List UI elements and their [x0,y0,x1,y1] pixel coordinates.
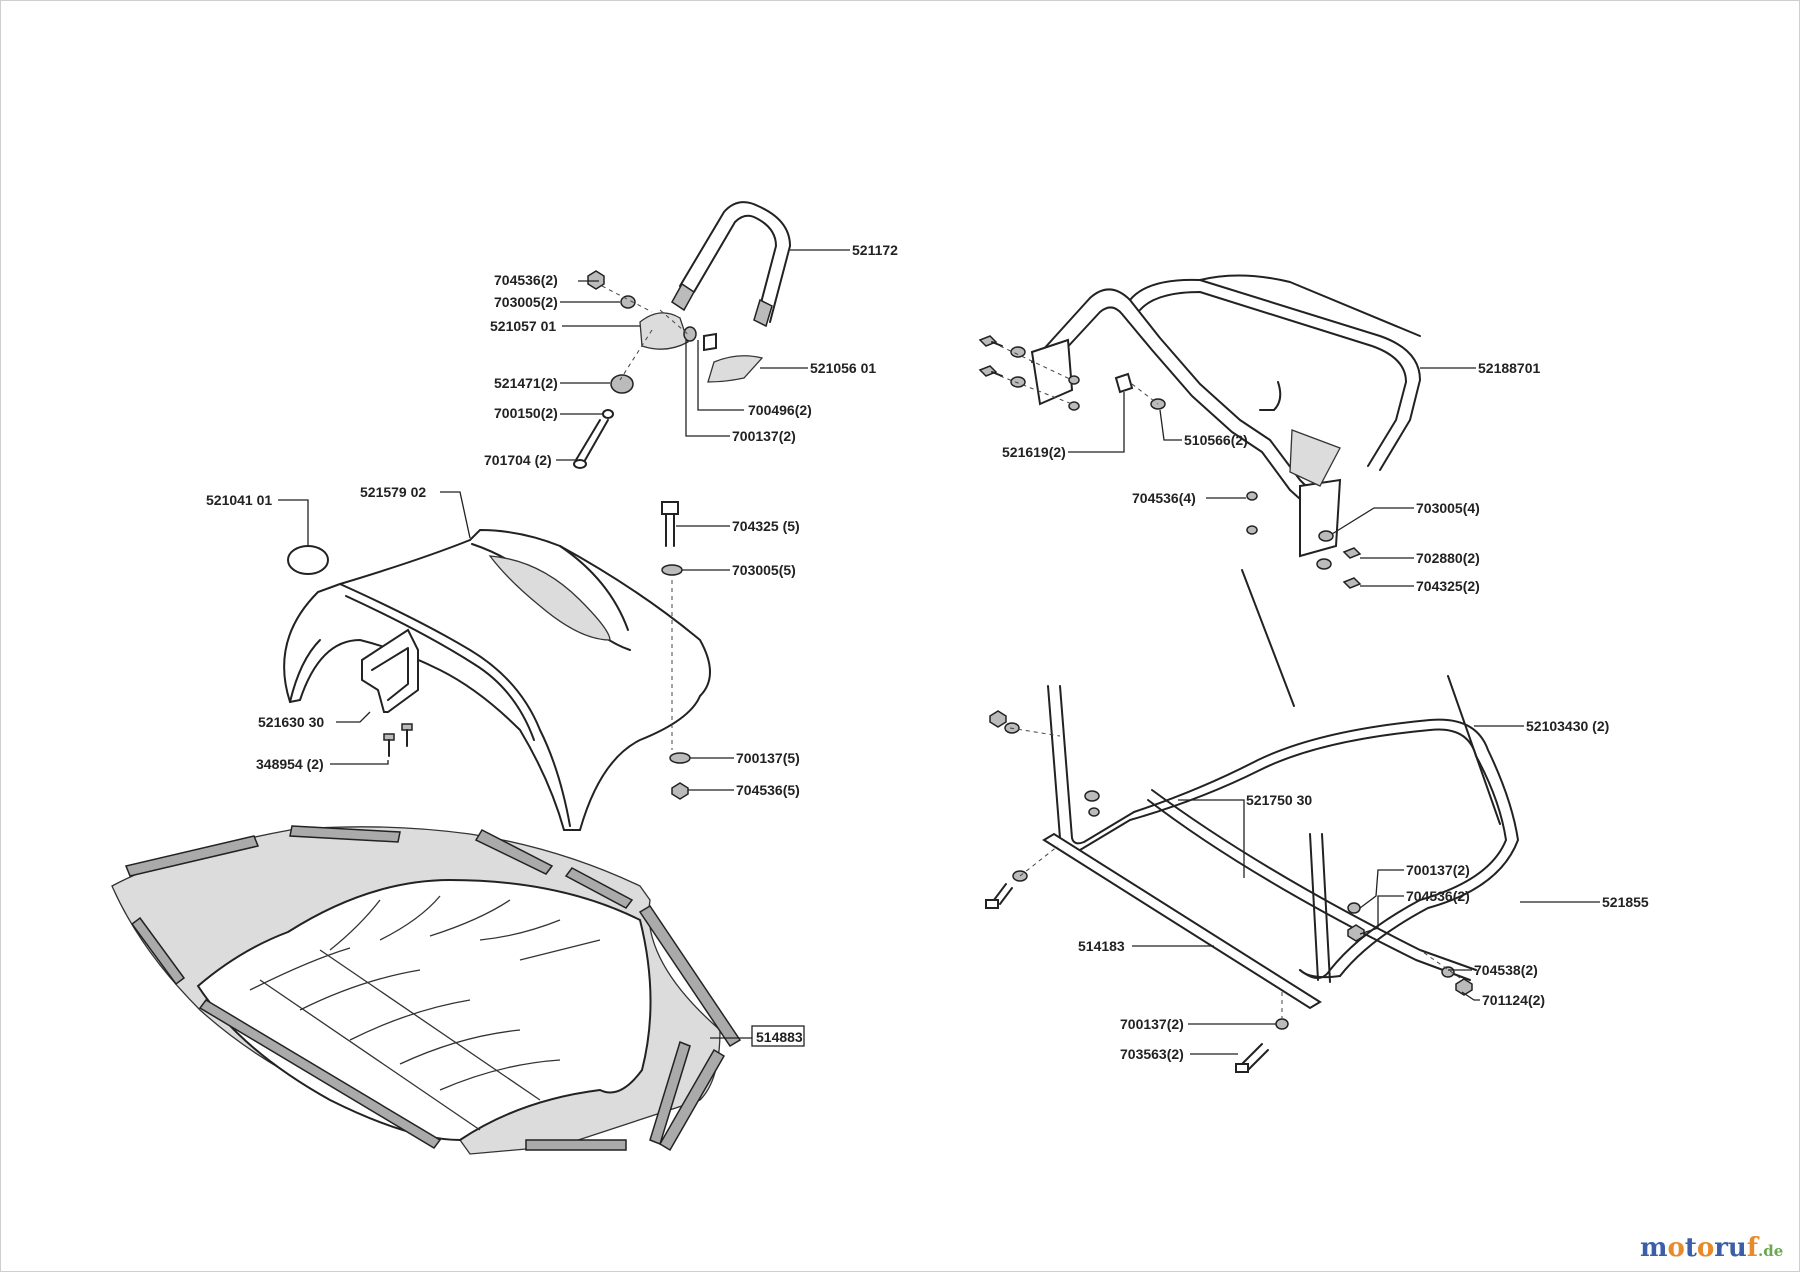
label-510566: 510566(2) [1184,432,1248,448]
label-521056-01: 521056 01 [810,360,876,376]
label-521172: 521172 [852,242,898,258]
label-521041-01: 521041 01 [206,492,272,508]
label-704536-c: 704536(4) [1132,490,1196,506]
label-514883: 514883 [756,1029,803,1045]
label-704325-b: 704325(2) [1416,578,1480,594]
label-700137-b: 700137(5) [736,750,800,766]
label-701704: 701704 (2) [484,452,552,468]
label-700137-c: 700137(2) [1406,862,1470,878]
grass-catcher-cover [278,491,734,831]
label-52103430: 52103430 (2) [1526,718,1609,734]
label-704536-a: 704536(2) [494,272,558,288]
label-521855: 521855 [1602,894,1649,910]
handle-frame-assembly [978,274,1476,589]
label-704536-b: 704536(5) [736,782,800,798]
label-703005-c: 703005(4) [1416,500,1480,516]
part-number-labels: 521172 704536(2) 703005(2) 521057 01 521… [206,242,1649,1062]
label-514183: 514183 [1078,938,1125,954]
label-703005-b: 703005(5) [732,562,796,578]
label-521750-30: 521750 30 [1246,792,1312,808]
label-52188701: 52188701 [1478,360,1541,376]
label-700496: 700496(2) [748,402,812,418]
label-700137-d: 700137(2) [1120,1016,1184,1032]
label-348954: 348954 (2) [256,756,324,772]
label-704536-d: 704536(2) [1406,888,1470,904]
callout-box-514883 [751,1025,805,1047]
grab-handle-assembly [556,201,850,469]
label-521471: 521471(2) [494,375,558,391]
label-704325-a: 704325 (5) [732,518,800,534]
label-700137-a: 700137(2) [732,428,796,444]
label-703005-a: 703005(2) [494,294,558,310]
label-703563: 703563(2) [1120,1046,1184,1062]
label-704538: 704538(2) [1474,962,1538,978]
label-700150: 700150(2) [494,405,558,421]
label-521630-30: 521630 30 [258,714,324,730]
label-521057-01: 521057 01 [490,318,556,334]
motoruf-logo: motoruf.de [1640,1233,1783,1263]
label-701124: 701124(2) [1482,992,1545,1008]
label-521619: 521619(2) [1002,444,1066,460]
svg-text:motoruf.de: motoruf.de [1640,1233,1783,1263]
grass-catcher-bag [111,825,805,1155]
label-702880: 702880(2) [1416,550,1480,566]
lower-frame-assembly [985,569,1600,1073]
label-521579-02: 521579 02 [360,484,426,500]
